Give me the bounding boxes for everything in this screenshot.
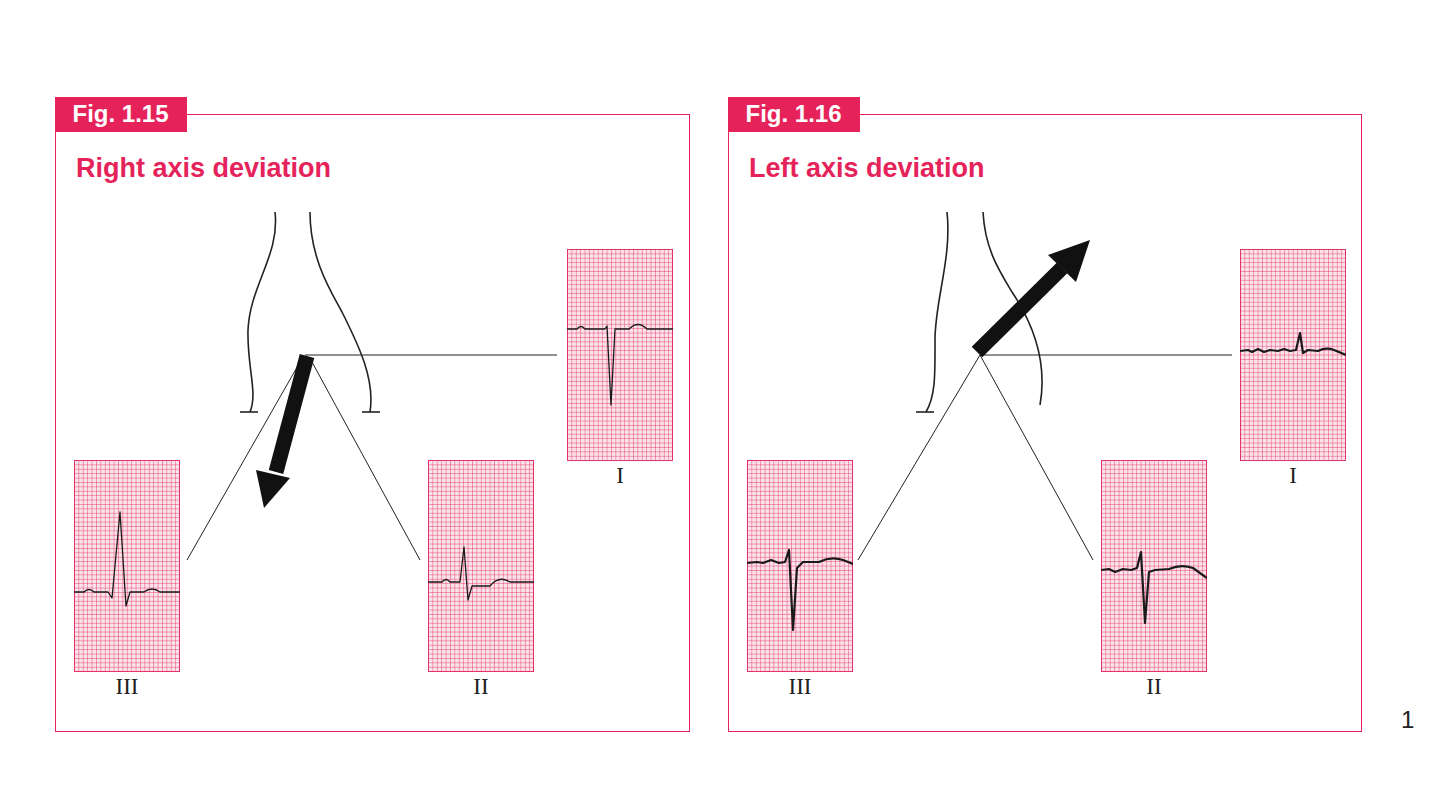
lead-line bbox=[980, 355, 1232, 356]
body-outline bbox=[926, 212, 948, 412]
ecg-trace bbox=[74, 512, 180, 606]
lead-line bbox=[858, 355, 980, 560]
ecg-strip-box: I bbox=[1240, 249, 1346, 499]
body-outline bbox=[916, 411, 934, 413]
body-outline bbox=[310, 212, 371, 412]
lead-line bbox=[980, 355, 1093, 560]
ecg-strip bbox=[1101, 460, 1207, 672]
ecg-strip-box: II bbox=[428, 460, 534, 710]
page-number: 1 bbox=[1401, 706, 1414, 734]
figure-tab: Fig. 1.15 bbox=[55, 97, 187, 132]
figure-panel: Fig. 1.16Left axis deviationIIIIII bbox=[728, 114, 1362, 732]
ecg-strip bbox=[428, 460, 534, 672]
ecg-trace bbox=[747, 550, 853, 630]
ecg-strip-box: III bbox=[747, 460, 853, 710]
ecg-trace bbox=[567, 325, 673, 406]
ecg-strip bbox=[74, 460, 180, 672]
figure-title: Left axis deviation bbox=[749, 153, 985, 184]
ecg-trace bbox=[1240, 333, 1346, 355]
figure-panel: Fig. 1.15Right axis deviationIIIIII bbox=[55, 114, 690, 732]
lead-label: II bbox=[428, 674, 534, 700]
body-outline bbox=[362, 411, 380, 413]
ecg-trace bbox=[428, 547, 534, 600]
lead-label: II bbox=[1101, 674, 1207, 700]
lead-line bbox=[305, 355, 557, 356]
ecg-strip-box: I bbox=[567, 249, 673, 499]
ecg-trace bbox=[1101, 552, 1207, 623]
arrow-head bbox=[1048, 240, 1090, 282]
arrow-head bbox=[256, 470, 290, 508]
axis-arrow bbox=[276, 356, 307, 472]
body-outline bbox=[240, 411, 258, 413]
ecg-strip bbox=[1240, 249, 1346, 461]
ecg-strip bbox=[567, 249, 673, 461]
figure-tab: Fig. 1.16 bbox=[728, 97, 860, 132]
ecg-strip-box: II bbox=[1101, 460, 1207, 710]
lead-label: I bbox=[1240, 463, 1346, 489]
axis-arrow bbox=[977, 268, 1062, 352]
figure-title: Right axis deviation bbox=[76, 153, 331, 184]
ecg-strip-box: III bbox=[74, 460, 180, 710]
lead-label: III bbox=[747, 674, 853, 700]
lead-label: III bbox=[74, 674, 180, 700]
lead-label: I bbox=[567, 463, 673, 489]
lead-line bbox=[312, 362, 420, 560]
body-outline bbox=[248, 212, 276, 412]
ecg-strip bbox=[747, 460, 853, 672]
